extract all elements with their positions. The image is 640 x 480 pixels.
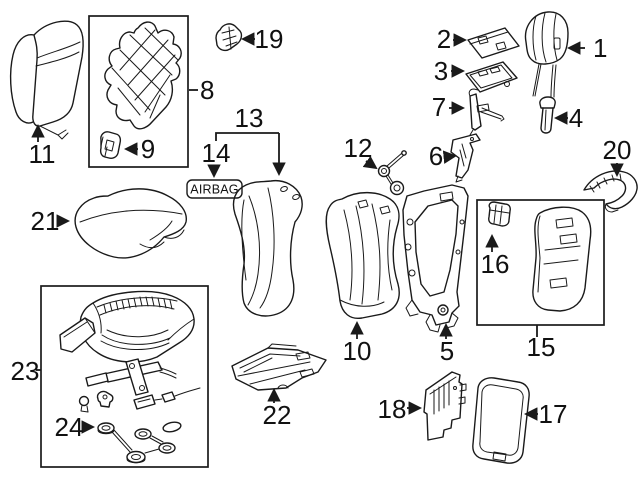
- airbag-tag-label: AIRBAG: [190, 183, 238, 197]
- part-4-headrest-sleeve: [539, 96, 556, 134]
- part-20-trim-strip: [583, 170, 638, 213]
- part-5-seat-back-frame: [402, 184, 469, 333]
- part-23-cushion-box: [40, 285, 209, 468]
- part-11-outline: [32, 20, 84, 127]
- part-21-outline: [74, 188, 187, 259]
- callout-3: 3: [434, 56, 466, 86]
- part-24-wiring-harness: [97, 421, 182, 464]
- callout-6: 6: [429, 141, 458, 171]
- callouts: 1 2 3 4 5 6 7 8: [11, 24, 632, 442]
- part-17-back-panel: [472, 377, 530, 464]
- callout-3-number: 3: [434, 56, 448, 86]
- callout-24-number: 24: [55, 412, 84, 442]
- part-4-outline: [539, 96, 556, 109]
- part-23-cushion-outline: [79, 290, 195, 363]
- part-11-seat-back-cushion: [9, 20, 84, 140]
- part-20-outline: [583, 170, 638, 210]
- callout-21-number: 21: [31, 206, 60, 236]
- part-13-seat-back-pad: [232, 179, 303, 317]
- callout-2: 2: [437, 24, 468, 54]
- part-16-clip: [488, 201, 511, 227]
- callout-8: 8: [189, 75, 214, 105]
- callout-10: 10: [343, 320, 372, 366]
- part-15-side-panel-box: [476, 199, 605, 326]
- callout-4: 4: [553, 103, 583, 133]
- part-2-outline: [467, 27, 520, 59]
- part-17-outline: [472, 377, 530, 464]
- part-7-outline: [469, 93, 482, 131]
- part-10-outline: [325, 191, 400, 320]
- callout-1: 1: [566, 33, 607, 63]
- part-23-bracket: [85, 358, 201, 410]
- part-19-outline: [215, 23, 243, 52]
- part-22-seat-pan: [231, 343, 327, 391]
- callout-16-number: 16: [481, 249, 510, 279]
- part-2-trim-plate: [467, 27, 520, 59]
- callout-22-number: 22: [263, 400, 292, 430]
- part-15-outline: [532, 206, 592, 312]
- part-3-outline: [465, 61, 518, 93]
- part-19-clip: [215, 23, 243, 52]
- callout-20-number: 20: [603, 135, 632, 165]
- callout-23: 23: [11, 356, 41, 386]
- airbag-tag-outline: [186, 179, 243, 199]
- part-18-outline: [423, 371, 463, 441]
- callout-7: 7: [432, 92, 466, 122]
- part-23-fasteners: [78, 390, 114, 413]
- callout-9: 9: [123, 134, 155, 164]
- callout-18: 18: [378, 394, 423, 424]
- callout-13-number: 13: [235, 103, 264, 133]
- callout-5-number: 5: [440, 336, 454, 366]
- callout-13: 13: [215, 103, 286, 177]
- callout-14-number: 14: [202, 138, 231, 168]
- part-21-bolster-cushion: [74, 188, 187, 259]
- part-16-outline: [488, 201, 511, 227]
- callout-2-number: 2: [437, 24, 451, 54]
- callout-18-number: 18: [378, 394, 407, 424]
- part-1-headrest: [524, 11, 569, 98]
- part-12-cable-guide: [377, 150, 407, 196]
- part-13-outline: [232, 179, 303, 317]
- callout-22: 22: [263, 387, 292, 430]
- part-14-airbag-tag: AIRBAG: [186, 179, 243, 199]
- part-3-guide-plate: [465, 61, 518, 93]
- callout-11: 11: [29, 123, 56, 169]
- part-8-panel-outline: [104, 21, 182, 130]
- callout-15-number: 15: [527, 332, 556, 362]
- callout-21: 21: [31, 206, 71, 236]
- callout-19-number: 19: [255, 24, 284, 54]
- part-9-switch: [99, 131, 122, 159]
- callout-10-number: 10: [343, 336, 372, 366]
- part-23-seat-cushion: [79, 290, 195, 363]
- callout-16: 16: [481, 233, 510, 279]
- callout-1-number: 1: [593, 33, 607, 63]
- part-6-bracket: [450, 133, 481, 183]
- part-10-seat-back-cover: [325, 191, 400, 320]
- part-9-outline: [99, 131, 122, 159]
- part-15-panel: [532, 206, 592, 312]
- part-23-bolster-strip: [59, 317, 96, 353]
- callout-19: 19: [240, 24, 284, 54]
- callout-9-number: 9: [141, 134, 155, 164]
- callout-6-number: 6: [429, 141, 443, 171]
- callout-20: 20: [603, 135, 632, 178]
- callout-12: 12: [344, 133, 378, 170]
- callout-4-number: 4: [569, 103, 583, 133]
- callout-15: 15: [527, 325, 556, 362]
- callout-8-number: 8: [200, 75, 214, 105]
- callout-17-number: 17: [539, 399, 568, 429]
- callout-11-number: 11: [29, 139, 56, 169]
- callout-24: 24: [55, 412, 96, 442]
- part-5-outline: [402, 184, 469, 326]
- part-1-outline: [524, 11, 569, 65]
- part-18-bracket: [423, 371, 467, 441]
- callout-14: 14: [202, 138, 231, 179]
- callout-17: 17: [523, 399, 568, 429]
- callout-7-number: 7: [432, 92, 446, 122]
- callout-12-number: 12: [344, 133, 373, 163]
- callout-5: 5: [439, 322, 454, 366]
- callout-23-number: 23: [11, 356, 40, 386]
- part-7-bracket: [468, 88, 505, 136]
